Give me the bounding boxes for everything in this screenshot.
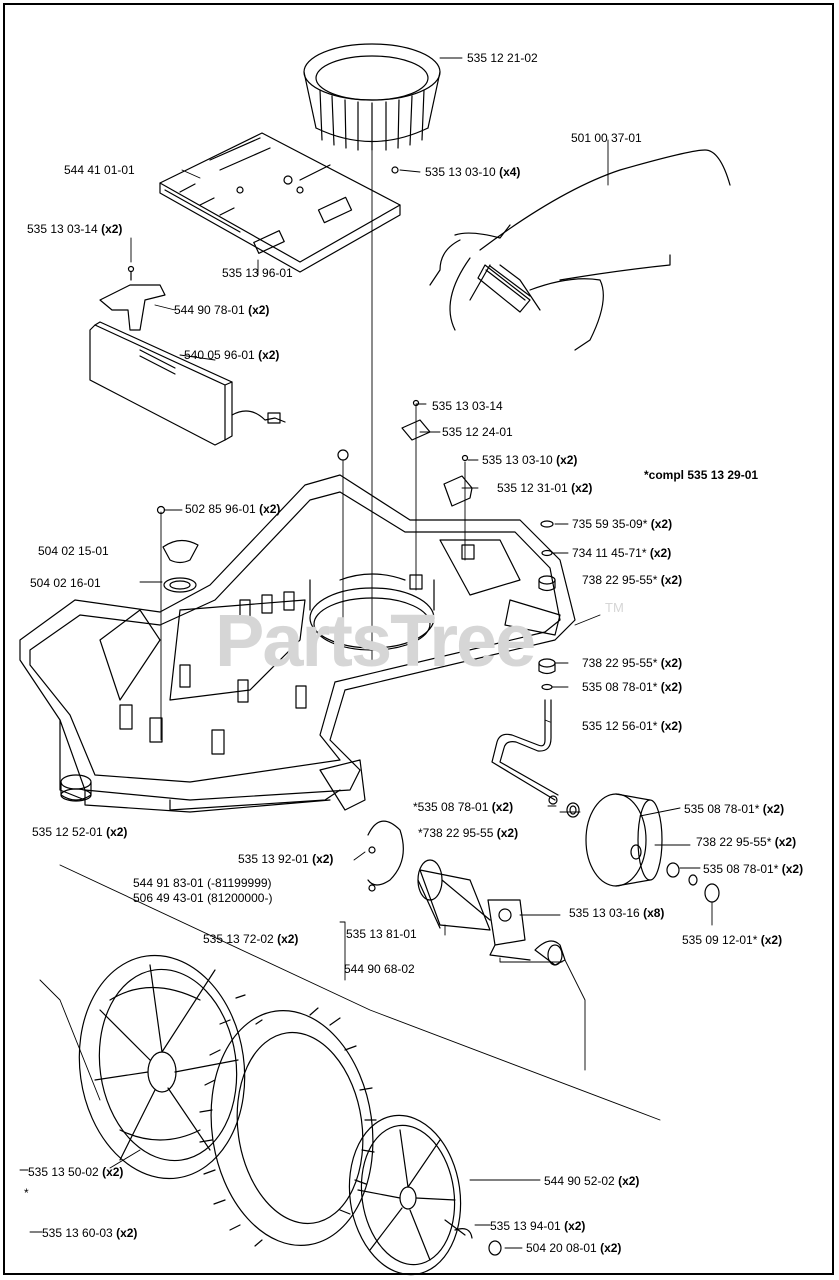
front-wheel-part	[548, 793, 720, 903]
callout-535-08-78-01-fork: 535 08 78-01* (x2)	[582, 680, 683, 694]
callout-535-09-12-01: 535 09 12-01* (x2)	[682, 933, 783, 947]
callout-544-91-83-01: 544 91 83-01 (-81199999)	[133, 876, 272, 890]
callout-544-41-01-01: 544 41 01-01	[64, 163, 135, 177]
callout-540-05-96-01: 540 05 96-01 (x2)	[184, 348, 280, 362]
callout-738-22-95-55-upper: 738 22 95-55* (x2)	[582, 573, 683, 587]
callout-535-12-21-02: 535 12 21-02	[467, 51, 538, 65]
callout-735-59-35-09: 735 59 35-09* (x2)	[572, 517, 673, 531]
callout-535-13-03-10-x4: 535 13 03-10 (x4)	[425, 165, 521, 179]
callout-535-12-52-01: 535 12 52-01 (x2)	[32, 825, 128, 839]
footnote-compl: *compl 535 13 29-01	[644, 468, 759, 482]
callout-544-90-52-02: 544 90 52-02 (x2)	[544, 1174, 640, 1188]
callout-535-08-78-01-left: *535 08 78-01 (x2)	[413, 800, 514, 814]
leader-lines	[19, 57, 713, 1249]
callout-501-00-37-01: 501 00 37-01	[571, 131, 642, 145]
callout-535-08-78-01-wheel: 535 08 78-01* (x2)	[684, 802, 785, 816]
callout-535-13-72-02: 535 13 72-02 (x2)	[203, 932, 299, 946]
callout-535-12-31-01: 535 12 31-01 (x2)	[497, 481, 593, 495]
callout-535-13-50-02: 535 13 50-02 (x2)	[28, 1165, 124, 1179]
callout-535-13-94-01: 535 13 94-01 (x2)	[490, 1219, 586, 1233]
callout-504-02-16-01: 504 02 16-01	[30, 576, 101, 590]
callout-535-13-03-16: 535 13 03-16 (x8)	[569, 906, 665, 920]
callout-535-13-92-01: 535 13 92-01 (x2)	[238, 852, 334, 866]
callout-535-13-96-01: 535 13 96-01	[222, 266, 293, 280]
battery-pack-part	[89, 321, 286, 446]
callout-544-90-68-02: 544 90 68-02	[344, 962, 415, 976]
partstree-watermark: PartsTree	[215, 599, 536, 682]
callout-535-08-78-01-axle: 535 08 78-01* (x2)	[703, 862, 804, 876]
callout-506-49-43-01: 506 49 43-01 (81200000-)	[133, 891, 273, 905]
battery-bracket-part	[99, 265, 166, 331]
top-ring-part	[303, 43, 441, 151]
callout-535-12-56-01: 535 12 56-01* (x2)	[582, 719, 683, 733]
callout-502-85-96-01: 502 85 96-01 (x2)	[185, 502, 281, 516]
callout-738-22-95-55-lower: 738 22 95-55* (x2)	[582, 656, 683, 670]
callout-535-13-60-03: 535 13 60-03 (x2)	[42, 1226, 138, 1240]
callout-535-13-81-01: 535 13 81-01	[346, 927, 417, 941]
drive-tire-part	[199, 994, 377, 1247]
callout-738-22-95-55-left: *738 22 95-55 (x2)	[418, 826, 519, 840]
callout-738-22-95-55-wheel: 738 22 95-55* (x2)	[696, 835, 797, 849]
callout-535-12-24-01: 535 12 24-01	[442, 425, 513, 439]
callout-504-02-15-01: 504 02 15-01	[38, 544, 109, 558]
drive-wheel-rim-part	[78, 954, 246, 1180]
trademark-mark: TM	[605, 600, 624, 615]
small-brackets	[156, 166, 473, 515]
chassis-body	[19, 474, 576, 813]
callout-535-13-03-14-x2: 535 13 03-14 (x2)	[27, 222, 123, 236]
wiring-harness-part	[429, 149, 731, 351]
circuit-board-part	[159, 132, 401, 273]
seal-parts	[60, 539, 199, 802]
callout-544-90-78-01: 544 90 78-01 (x2)	[174, 303, 270, 317]
callout-734-11-45-71: 734 11 45-71* (x2)	[572, 546, 672, 560]
callout-504-20-08-01: 504 20 08-01 (x2)	[526, 1241, 622, 1255]
drive-motor-part	[367, 820, 566, 966]
hub-cap-part	[348, 1114, 502, 1276]
callout-535-13-03-10-x2: 535 13 03-10 (x2)	[482, 453, 578, 467]
front-wheel-fork-stack	[491, 520, 559, 801]
stray-asterisk: *	[24, 1186, 29, 1200]
callout-535-13-03-14: 535 13 03-14	[432, 399, 503, 413]
